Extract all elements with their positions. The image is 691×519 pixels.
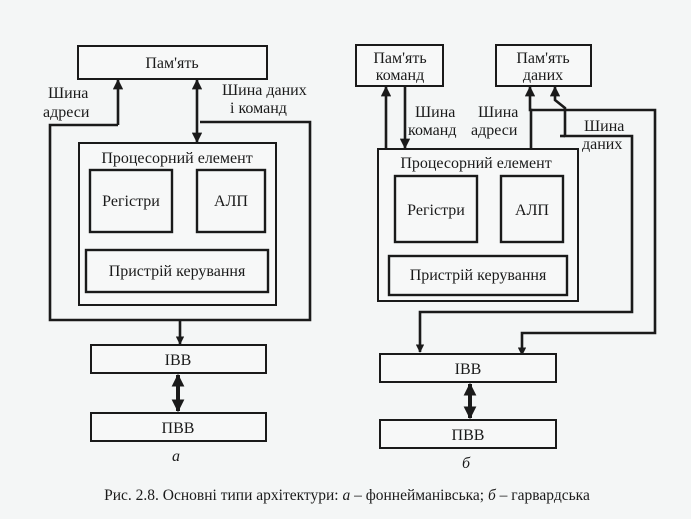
b-alu-label: АЛП [515,202,549,219]
b-address-bus-line [524,85,536,148]
caption-b-letter: б [488,487,497,504]
b-registers-label: Регістри [407,202,465,219]
a-alu-box [195,168,267,234]
b-data-memory-label-2: даних [523,67,563,84]
caption-a-letter: а [342,487,350,504]
a-address-bus-label-2: адреси [43,104,90,121]
a-address-bus-label-1: Шина [48,85,88,102]
b-data-bus-line [415,85,634,353]
a-ibb-box [90,344,267,374]
a-control-unit-box [84,248,270,294]
a-pbb-box [90,412,267,442]
b-address-bus-label-1: Шина [478,104,518,121]
b-alu-box [499,174,565,244]
b-registers-box [393,174,479,244]
b-processing-element-label: Процесорний елемент [400,155,551,172]
a-memory-label: Пам'ять [145,55,198,72]
caption-b-text: – гарвардська [496,487,590,504]
b-ibb-box [379,353,557,383]
a-pbb-label: ПВВ [162,420,195,437]
caption-a-text: – фоннейманівська; [350,487,488,504]
b-control-unit-box [387,254,569,297]
b-command-bus-label-1: Шина [415,104,455,121]
diagram-a: Пам'ять Шина адреси Шина даних і команд … [43,45,312,465]
b-command-memory-label-2: команд [376,67,424,84]
a-ibb-label: ІВВ [165,352,192,369]
a-data-bus-label-1: Шина даних [222,82,307,99]
b-data-bus-label-2: даних [582,136,622,153]
a-processing-element-label: Процесорний елемент [101,150,252,167]
diagram-b: Пам'ять команд Пам'ять даних Шина команд… [355,44,657,472]
b-data-memory-label-1: Пам'ять [516,50,569,67]
a-control-unit-label: Пристрій керування [109,263,246,280]
caption-prefix: Рис. 2.8. Основні типи архітектури: [104,487,342,504]
b-command-memory-box [355,44,444,87]
a-data-bus-label-2: і команд [230,100,287,117]
b-pbb-box [379,419,557,449]
b-control-unit-label: Пристрій керування [410,267,547,284]
b-pbb-label: ПВВ [452,427,485,444]
figure-caption: Рис. 2.8. Основні типи архітектури: а – … [104,487,590,504]
a-registers-label: Регістри [102,193,160,210]
a-diagram-letter: а [172,448,180,465]
b-ibb-label: ІВВ [455,361,482,378]
a-alu-label: АЛП [214,193,248,210]
b-address-bus-label-2: адреси [471,122,518,139]
b-data-memory-box [495,44,592,87]
b-data-bus-label-1: Шина [584,118,624,135]
b-command-bus-label-2: команд [408,122,456,139]
b-diagram-letter: б [462,455,471,472]
b-command-memory-label-1: Пам'ять [373,50,426,67]
a-memory-box [77,45,268,80]
a-registers-box [88,168,174,234]
